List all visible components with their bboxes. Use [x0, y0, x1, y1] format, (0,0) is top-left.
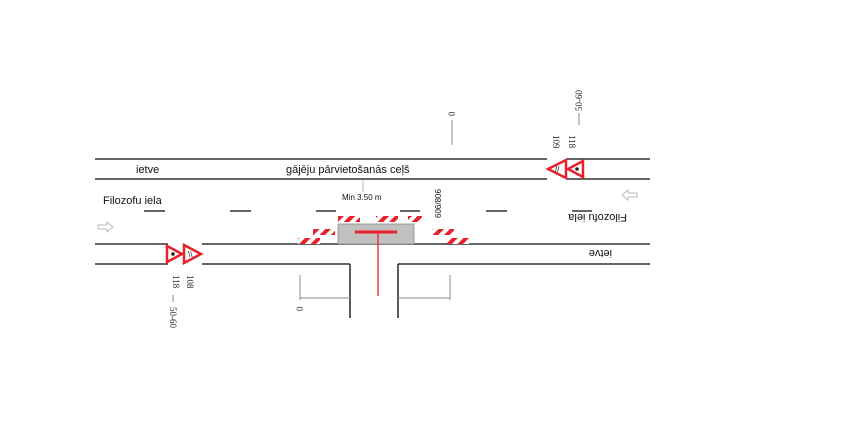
- distance-top: 50-60: [574, 90, 584, 111]
- svg-text:\\: \\: [188, 250, 193, 259]
- min-width-label: Min 3.50 m: [342, 193, 382, 202]
- sign-code-108: 108: [185, 275, 195, 289]
- pedestrian-path-label: gājēju pārvietošanās ceļš: [286, 164, 410, 176]
- side-road: [299, 264, 451, 318]
- sign-code-118-top: 118: [567, 135, 577, 149]
- street-label-left: Filozofu iela: [103, 195, 163, 207]
- top-sidewalk: [95, 158, 650, 180]
- sidewalk-top-label: ietve: [136, 164, 159, 176]
- sign-118-pedestrians: [565, 158, 585, 180]
- sign-code-109: 109: [551, 135, 561, 149]
- sign-code-118-bottom: 118: [171, 275, 181, 289]
- distance-bottom: 50-60: [168, 307, 178, 328]
- svg-text://: //: [555, 165, 560, 174]
- sign-109-road-narrows: //: [545, 157, 568, 181]
- sign-108-road-narrows-bottom: \\: [182, 242, 204, 266]
- sidewalk-bottom-label: ietve: [589, 247, 612, 259]
- direction-arrow-left-icon: [621, 188, 638, 202]
- work-zone: [337, 223, 415, 245]
- hatched-barriers: [298, 216, 469, 244]
- barrier-code-label: 606/806: [434, 189, 443, 218]
- top-zero-marker: 0: [447, 111, 457, 116]
- direction-arrow-right-icon: [97, 220, 114, 234]
- sign-118-pedestrians-bottom: [165, 243, 185, 265]
- bottom-sidewalk: [95, 243, 650, 265]
- bottom-zero-marker: 0: [295, 306, 305, 311]
- street-label-right: Filozofu iela: [567, 211, 627, 223]
